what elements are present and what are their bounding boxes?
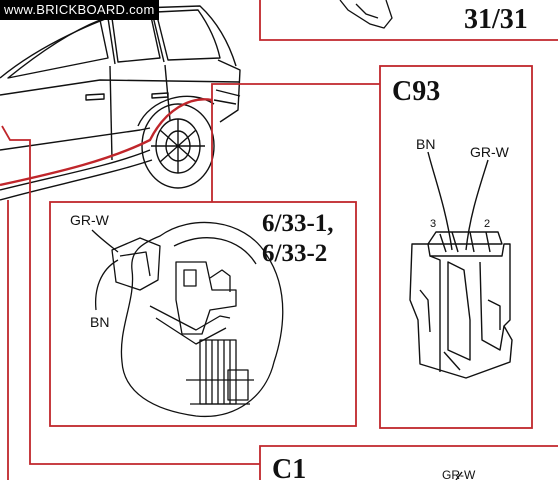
gr-w-wire [465, 159, 489, 251]
c93-panel-frame [379, 65, 533, 429]
bn-wire [427, 151, 453, 251]
top-panel-reference: 31/31 [464, 4, 528, 35]
leader-to-c93 [211, 83, 380, 100]
bottom-panel-frame [259, 445, 558, 480]
c93-wire-gr-w-label: GR-W [470, 144, 509, 160]
middle-wire-gr-w-label: GR-W [70, 212, 109, 228]
bn-lead [94, 259, 119, 311]
c93-wire-bn-label: BN [416, 136, 436, 152]
gr-w-lead [91, 229, 119, 253]
top-connector-fragment [339, 0, 393, 29]
pipe-route-line [0, 98, 213, 187]
c93-pin-2-label: 2 [484, 218, 491, 230]
middle-reference-line2: 6/33-2 [262, 240, 328, 267]
c93-connector [409, 151, 513, 379]
top-panel-frame [259, 0, 558, 41]
watermark: www.BRICKBOARD.com [0, 0, 159, 20]
car-illustration [0, 5, 241, 201]
c93-title: C93 [392, 76, 441, 107]
fuel-pump-illustration [91, 221, 284, 418]
c93-pin-3-label: 3 [430, 218, 437, 230]
c1-wire-gr-w-label: GR-W [442, 468, 476, 482]
pump-connector [111, 237, 161, 291]
leader-to-c1 [1, 125, 260, 465]
middle-reference-line1: 6/33-1, [262, 210, 334, 237]
middle-wire-bn-label: BN [90, 314, 110, 330]
middle-panel-frame [49, 201, 357, 427]
c1-fragment [455, 471, 463, 480]
c1-title: C1 [272, 454, 307, 485]
